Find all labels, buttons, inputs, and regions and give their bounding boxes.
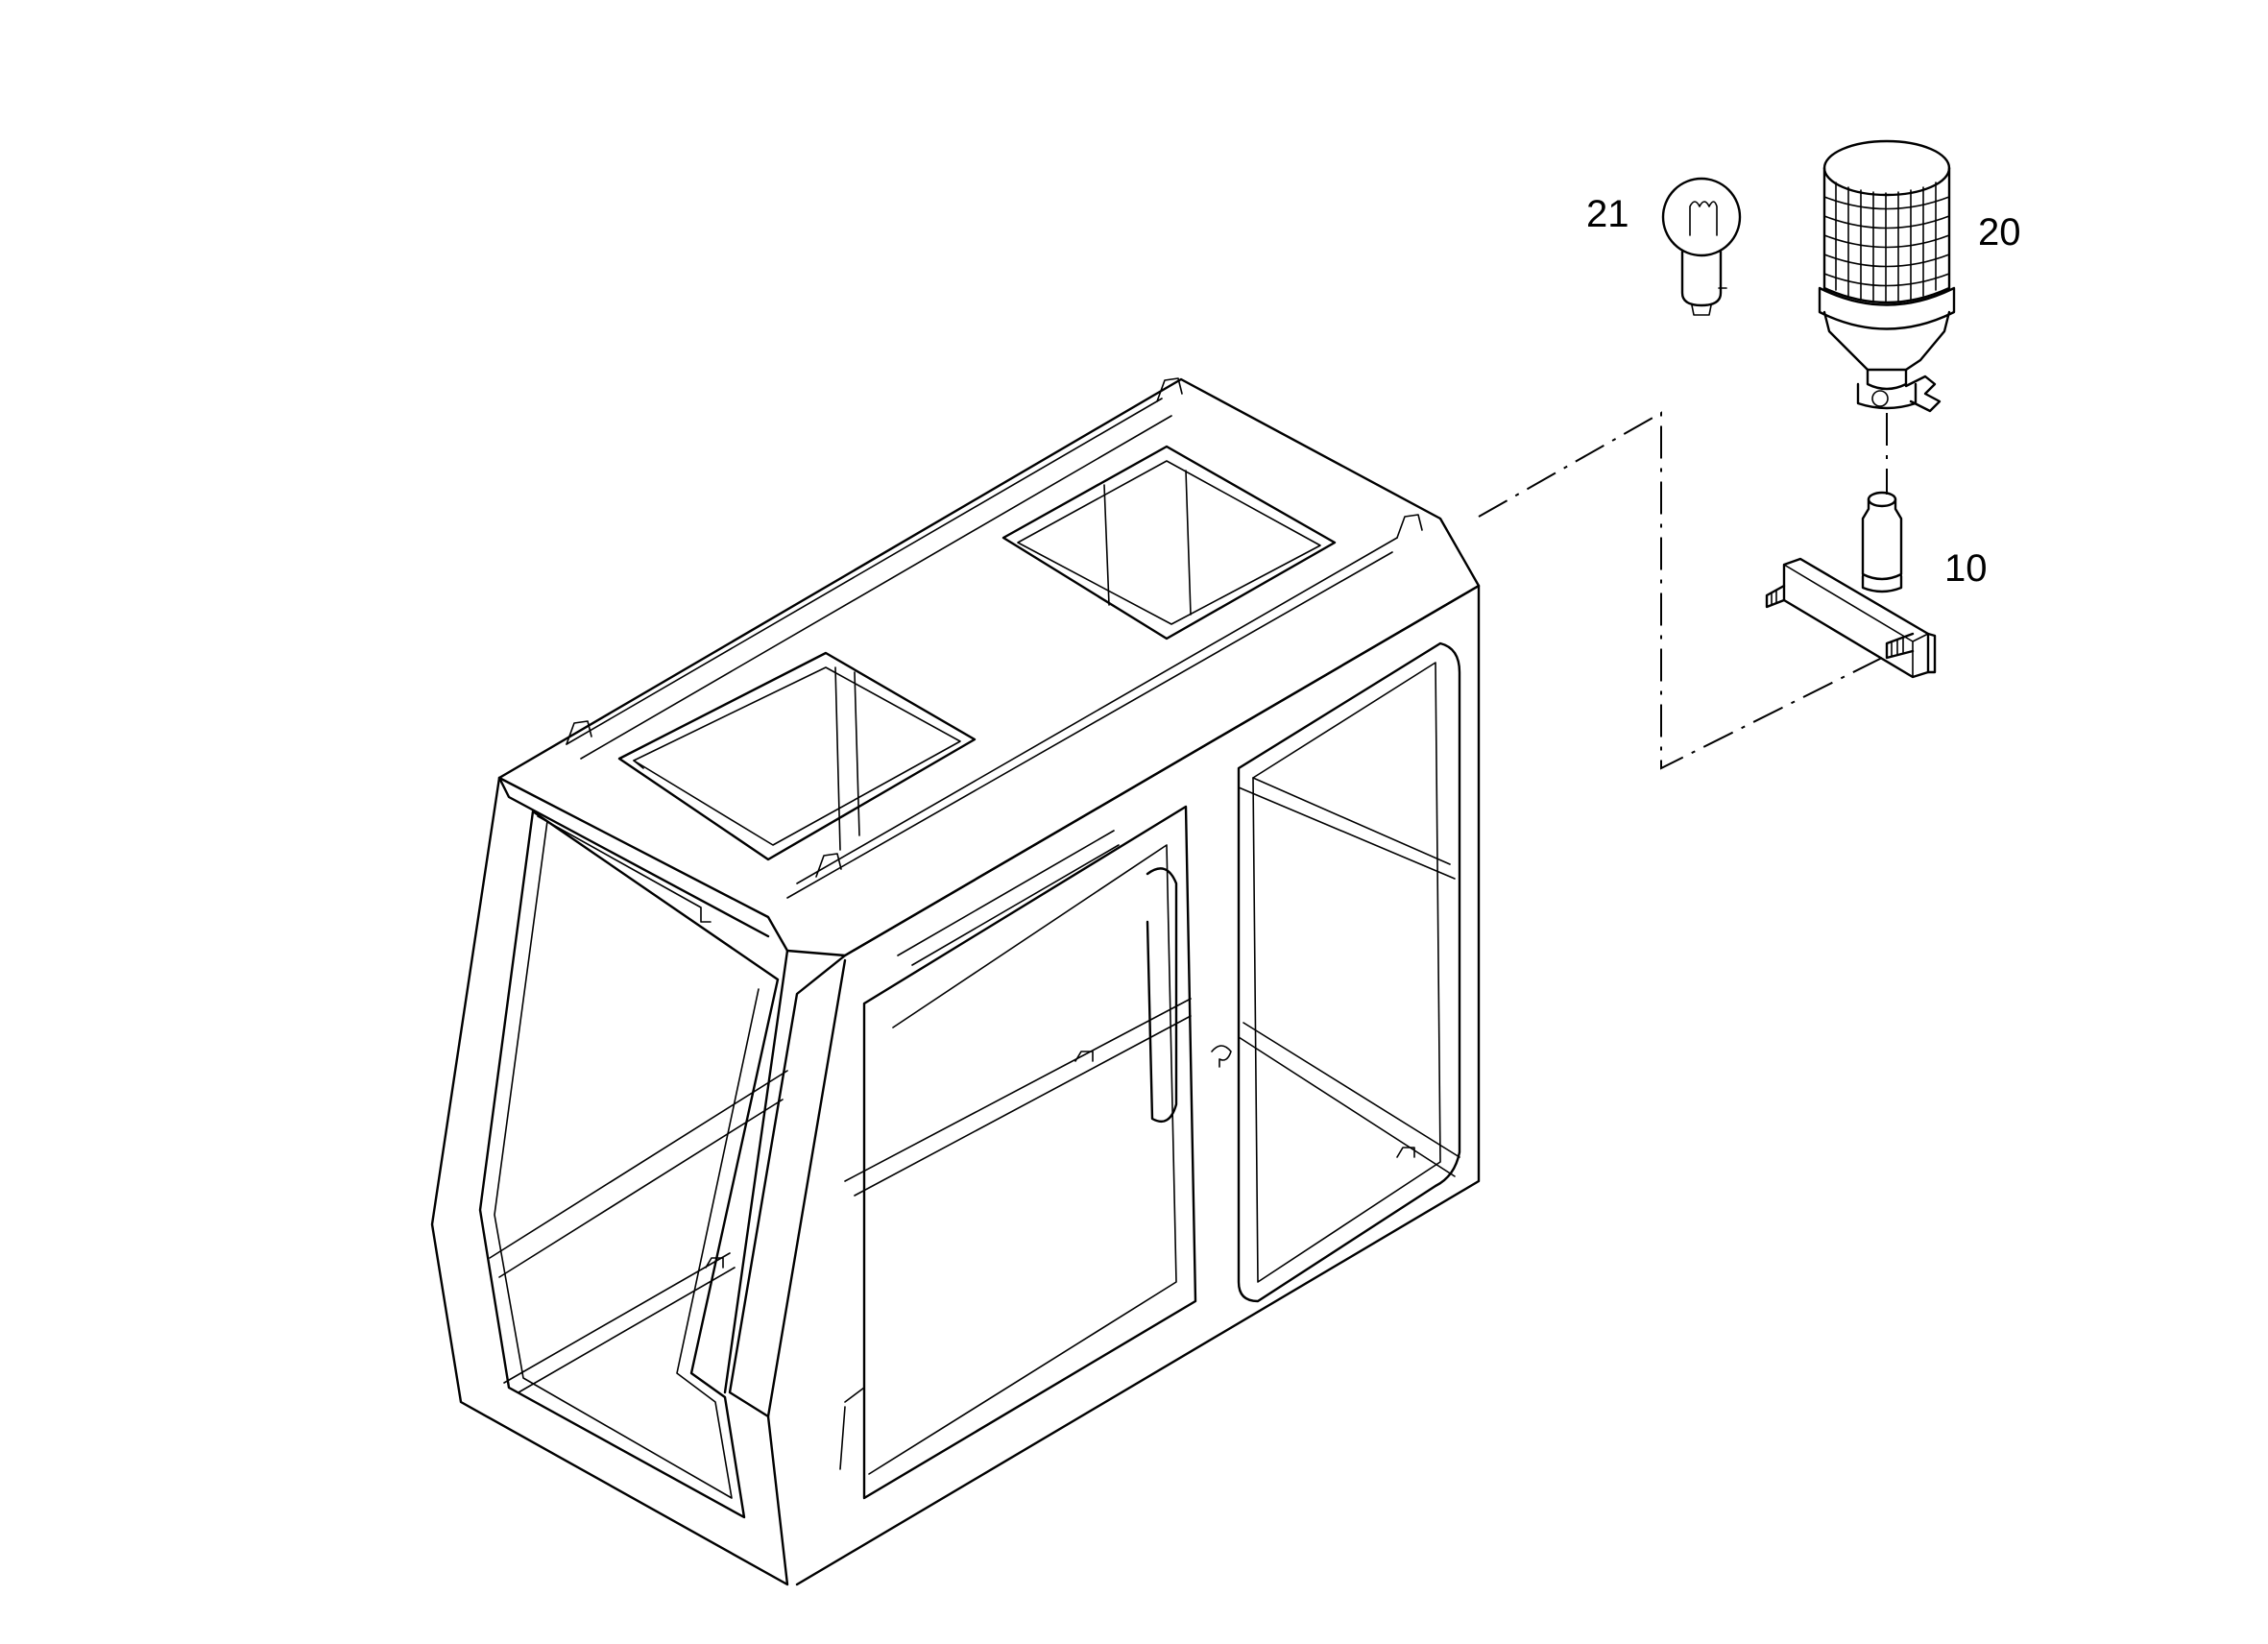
side-rail-rear — [1238, 1022, 1460, 1177]
roof-tab-3 — [1396, 514, 1423, 539]
cab-door[interactable] — [862, 805, 1197, 1500]
cab-right-side-outline — [795, 584, 1481, 1586]
holder-post-collar — [1861, 574, 1903, 593]
cab-door-lower — [839, 1387, 865, 1499]
holder-plate-edge — [1783, 564, 1929, 678]
roof-rail-left — [566, 398, 1172, 760]
rear-side-window — [1237, 641, 1461, 1303]
side-rail-top — [1238, 777, 1456, 880]
door-latch — [1211, 1045, 1232, 1068]
roof-tab-4 — [815, 853, 842, 878]
holder-stud-right — [1885, 632, 1915, 660]
beacon-base-ring — [1818, 286, 1956, 330]
bulb-base — [1680, 250, 1723, 307]
beacon-neck — [1866, 368, 1908, 391]
callout-10: 10 — [1944, 547, 1988, 590]
front-window-divider — [489, 1070, 788, 1278]
beacon-holder-bracket[interactable] — [1765, 491, 1937, 679]
beacon-cap — [1822, 139, 1951, 197]
bulb-filament — [1689, 201, 1718, 236]
beacon-wing-nut — [1904, 375, 1942, 413]
cab-roof-rear-edge — [497, 776, 770, 938]
front-window-rail — [503, 1252, 736, 1393]
light-bulb[interactable] — [1661, 177, 1742, 316]
holder-cap-right — [1926, 632, 1937, 674]
front-windshield-inner — [494, 820, 760, 1499]
beacon-dome — [1822, 166, 1951, 304]
roof-tab-1 — [566, 720, 592, 745]
roof-rail-right — [786, 537, 1398, 899]
door-handle[interactable] — [1146, 867, 1178, 1124]
cab-door-inner — [868, 844, 1177, 1475]
bulb-contact — [1691, 287, 1727, 316]
cab-roof-outline — [497, 377, 1481, 957]
beacon-lens-grid — [1823, 181, 1950, 303]
rotating-beacon[interactable] — [1818, 139, 1956, 413]
door-diagonal-band — [897, 830, 1120, 966]
front-rail-notch — [705, 1257, 724, 1269]
holder-post — [1861, 497, 1903, 581]
assembly-line-cab-to-holder — [1478, 411, 1883, 770]
roof-hatch-right — [1001, 445, 1337, 641]
holder-post-top — [1867, 491, 1897, 508]
roof-tab-2 — [1156, 377, 1183, 402]
rear-side-window-inner — [1252, 662, 1441, 1283]
roof-hatch-left — [617, 651, 977, 861]
front-windshield — [478, 810, 780, 1519]
cab-frame[interactable] — [430, 377, 1481, 1586]
callout-20: 20 — [1978, 211, 2021, 254]
callout-21: 21 — [1586, 193, 1629, 235]
side-rail-notch — [1074, 1051, 1415, 1158]
cab-front-left-outline — [430, 776, 847, 1586]
beacon-housing — [1822, 310, 1951, 372]
holder-stud-left-thread — [1771, 590, 1777, 606]
cab-front-pillar — [723, 949, 847, 1418]
beacon-clamp-bolt — [1871, 390, 1889, 407]
side-rail-mid — [844, 998, 1192, 1197]
roof-front-lip — [537, 815, 712, 923]
holder-stud-left — [1765, 584, 1786, 609]
holder-stud-right-thread — [1891, 637, 1904, 657]
holder-plate — [1782, 557, 1930, 679]
bulb-glass — [1661, 177, 1742, 257]
